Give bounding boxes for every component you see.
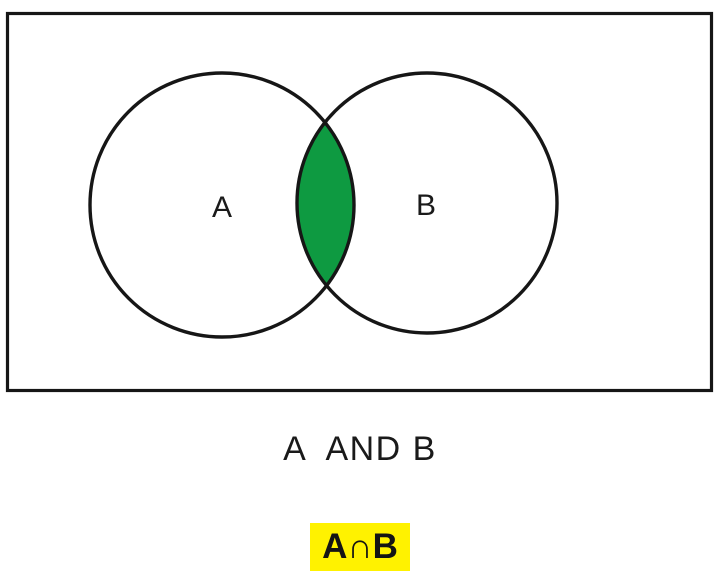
set-b-circle-fill	[297, 73, 557, 333]
set-a-circle-fill	[90, 73, 354, 337]
set-notation-container: A∩B	[0, 523, 720, 571]
set-a-label: A	[212, 191, 232, 224]
set-b-label: B	[416, 189, 436, 222]
venn-diagram-figure: A B	[5, 11, 714, 393]
venn-diagram-svg: A B	[5, 11, 714, 393]
set-notation-highlight: A∩B	[310, 523, 410, 571]
operation-caption: A AND B	[283, 430, 437, 468]
set-a-circle-outline	[88, 71, 356, 339]
set-b-circle-outline	[295, 71, 559, 335]
